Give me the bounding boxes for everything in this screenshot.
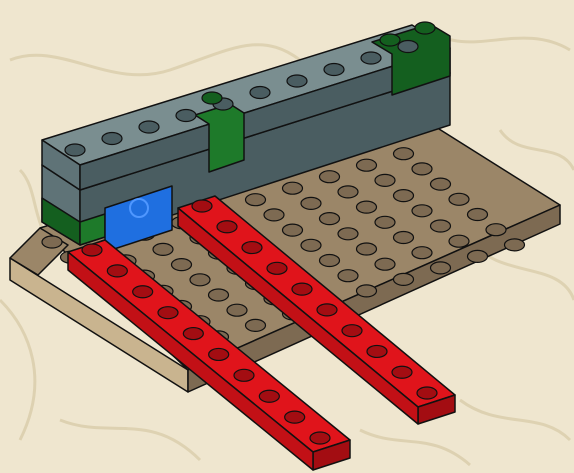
- red-stud: [242, 242, 262, 254]
- baseplate-stud: [227, 304, 247, 316]
- wall-stud: [324, 64, 344, 76]
- red-stud: [417, 387, 437, 399]
- baseplate-stud: [301, 239, 321, 251]
- baseplate-stud: [357, 285, 377, 297]
- wall-stud: [361, 52, 381, 64]
- baseplate-stud: [264, 209, 284, 221]
- baseplate-stud: [246, 319, 266, 331]
- wall-stud: [202, 92, 222, 104]
- red-stud: [367, 345, 387, 357]
- baseplate-stud: [431, 178, 451, 190]
- baseplate-stud: [190, 274, 210, 286]
- baseplate-stud: [412, 205, 432, 217]
- wall-stud: [139, 121, 159, 133]
- baseplate-stud: [486, 224, 506, 236]
- baseplate-stud: [468, 209, 488, 221]
- baseplate-stud: [357, 201, 377, 213]
- red-stud: [183, 328, 203, 340]
- red-stud: [107, 265, 127, 277]
- wall-stud: [398, 41, 418, 53]
- baseplate-stud: [394, 190, 414, 202]
- red-stud: [267, 262, 287, 274]
- baseplate-stud: [153, 243, 173, 255]
- baseplate-stud: [375, 216, 395, 228]
- red-stud: [133, 286, 153, 298]
- baseplate-stud: [431, 262, 451, 274]
- baseplate-stud: [412, 163, 432, 175]
- baseplate-stud: [394, 148, 414, 160]
- baseplate-stud: [42, 236, 62, 248]
- red-stud: [292, 283, 312, 295]
- baseplate-stud: [505, 239, 525, 251]
- red-stud: [259, 390, 279, 402]
- baseplate-stud: [338, 228, 358, 240]
- baseplate-stud: [375, 258, 395, 270]
- baseplate-stud: [357, 243, 377, 255]
- baseplate-stud: [172, 259, 192, 271]
- red-stud: [217, 221, 237, 233]
- baseplate-stud: [394, 232, 414, 244]
- wall-stud: [65, 144, 85, 156]
- baseplate-stud: [375, 174, 395, 186]
- baseplate-stud: [468, 250, 488, 262]
- red-stud: [209, 348, 229, 360]
- red-stud: [342, 325, 362, 337]
- wall-stud: [102, 133, 122, 145]
- baseplate-stud: [357, 159, 377, 171]
- red-stud: [310, 432, 330, 444]
- red-stud: [317, 304, 337, 316]
- baseplate-stud: [320, 255, 340, 267]
- baseplate-stud: [338, 186, 358, 198]
- baseplate-stud: [320, 213, 340, 225]
- baseplate-stud: [338, 270, 358, 282]
- wall-stud: [287, 75, 307, 87]
- baseplate-stud: [394, 273, 414, 285]
- red-stud: [285, 411, 305, 423]
- baseplate-stud: [246, 194, 266, 206]
- baseplate-stud: [431, 220, 451, 232]
- red-stud: [158, 307, 178, 319]
- baseplate-stud: [301, 197, 321, 209]
- baseplate-stud: [320, 171, 340, 183]
- red-stud: [392, 366, 412, 378]
- wall-stud: [380, 34, 400, 46]
- wall-stud: [176, 110, 196, 122]
- red-stud: [82, 244, 102, 256]
- wall-stud: [415, 22, 435, 34]
- red-stud: [234, 369, 254, 381]
- red-stud: [192, 200, 212, 212]
- baseplate-stud: [449, 193, 469, 205]
- baseplate-stud: [449, 235, 469, 247]
- wall-stud: [250, 87, 270, 99]
- baseplate-stud: [209, 289, 229, 301]
- baseplate-stud: [412, 247, 432, 259]
- baseplate-stud: [283, 182, 303, 194]
- baseplate-stud: [283, 224, 303, 236]
